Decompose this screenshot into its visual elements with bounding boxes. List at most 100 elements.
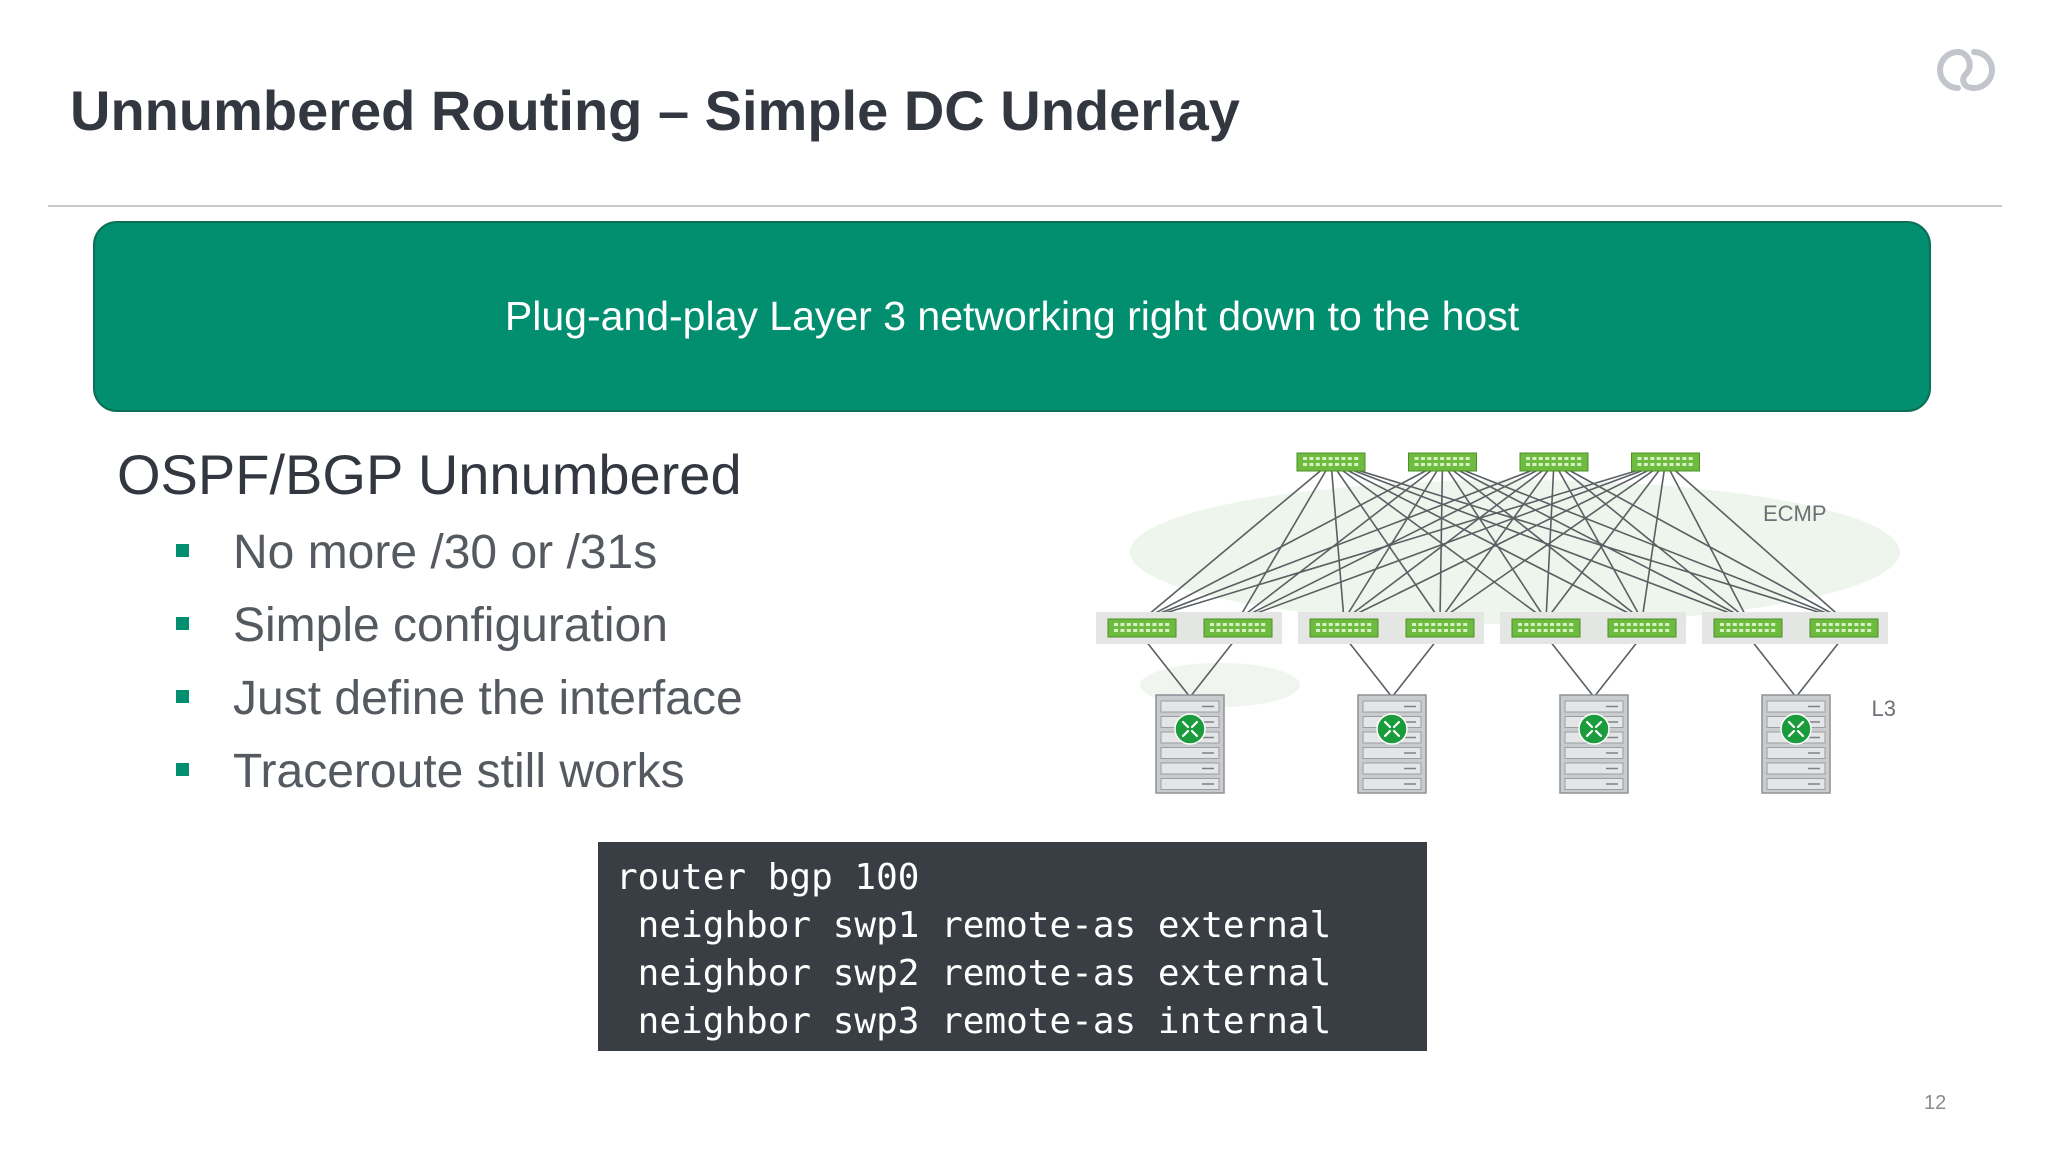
network-topology-diagram: ECMP L3 — [1096, 452, 1900, 794]
switch-port — [1652, 623, 1657, 626]
switch-port — [1551, 463, 1556, 466]
switch-port — [1235, 629, 1240, 632]
bullet-text: No more /30 or /31s — [233, 526, 658, 579]
switch-port — [1354, 623, 1359, 626]
switch-port — [1328, 629, 1333, 632]
spine-leaf-link — [1545, 461, 1555, 621]
switch-port — [1562, 629, 1567, 632]
switch-port — [1752, 623, 1756, 626]
switch-port — [1341, 629, 1346, 632]
router-arrow — [1383, 720, 1392, 729]
leaf-server-link — [1545, 635, 1595, 698]
bullet-list: No more /30 or /31s Simple configuration… — [176, 516, 743, 808]
switch-port — [1424, 623, 1429, 626]
switch-port — [1550, 629, 1554, 632]
switch-port — [1720, 623, 1724, 626]
switch-port — [1848, 629, 1852, 632]
switch-port — [1367, 629, 1372, 632]
switch-port — [1569, 629, 1574, 632]
server-unit — [1766, 762, 1826, 775]
server-unit — [1564, 762, 1624, 775]
switch-port — [1433, 463, 1438, 466]
switch-port — [1120, 623, 1125, 626]
switch-body — [1309, 618, 1379, 638]
switch-port — [1322, 457, 1327, 460]
spine-leaf-link — [1330, 461, 1845, 621]
switch-port — [1126, 629, 1131, 632]
switch-port — [1222, 629, 1227, 632]
switch-port — [1663, 457, 1668, 460]
switch-port — [1412, 623, 1416, 626]
router-arrow — [1796, 729, 1805, 738]
switch-port — [1739, 623, 1744, 626]
switch-port — [1335, 623, 1340, 626]
switch-port — [1835, 623, 1840, 626]
switch-port — [1235, 623, 1240, 626]
spine-switch-icon — [1296, 452, 1366, 472]
switch-port — [1860, 629, 1865, 632]
router-arrow — [1383, 729, 1392, 738]
spine-leaf-link — [1330, 461, 1547, 621]
switch-port — [1133, 623, 1138, 626]
switch-port — [1577, 457, 1582, 460]
switch-port — [1530, 623, 1535, 626]
switch-port — [1348, 623, 1352, 626]
spine-switch-icon — [1519, 452, 1589, 472]
switch-port — [1658, 629, 1663, 632]
spine-leaf-link — [1442, 461, 1845, 621]
switch-port — [1620, 629, 1625, 632]
logo-icon — [1937, 49, 1995, 91]
router-arrow — [1787, 720, 1796, 729]
switch-port — [1665, 623, 1670, 626]
switch-port — [1626, 623, 1631, 626]
switch-port — [1771, 629, 1776, 632]
spine-leaf-link — [1441, 461, 1547, 621]
switch-body — [1296, 452, 1366, 472]
switch-port — [1242, 629, 1246, 632]
spine-leaf-link — [1141, 461, 1443, 621]
router-arrow — [1190, 729, 1199, 738]
leaf-switch-icon — [1405, 618, 1475, 638]
switch-port — [1816, 629, 1820, 632]
switch-port — [1530, 629, 1535, 632]
switch-port — [1303, 457, 1307, 460]
switch-port — [1551, 457, 1556, 460]
server-rack-icon — [1761, 694, 1831, 794]
switch-port — [1639, 629, 1644, 632]
router-arrow — [1181, 720, 1190, 729]
leaf-server-link — [1141, 635, 1191, 698]
spine-leaf-link — [1664, 461, 1749, 621]
switch-port — [1450, 623, 1455, 626]
leaf-server-link — [1593, 635, 1643, 698]
spine-leaf-link — [1545, 461, 1667, 621]
switch-body — [1408, 452, 1477, 472]
leaf-switch-icon — [1713, 618, 1783, 638]
switch-port — [1828, 629, 1833, 632]
switch-port — [1427, 457, 1432, 460]
spine-leaf-link — [1553, 461, 1643, 621]
spine-leaf-link — [1664, 461, 1845, 621]
switch-port — [1452, 463, 1457, 466]
server-unit — [1160, 700, 1220, 713]
leaf-server-link — [1391, 635, 1441, 698]
switch-port — [1643, 457, 1648, 460]
switch-port — [1444, 623, 1448, 626]
switch-port — [1518, 629, 1522, 632]
switch-port — [1688, 457, 1693, 460]
switch-port — [1526, 457, 1530, 460]
switch-port — [1146, 623, 1150, 626]
switch-port — [1745, 629, 1750, 632]
switch-body — [1107, 618, 1177, 638]
switch-port — [1816, 623, 1820, 626]
switch-port — [1675, 457, 1680, 460]
switch-port — [1558, 463, 1562, 466]
switch-port — [1444, 629, 1448, 632]
server-rack-icon — [1357, 694, 1427, 794]
switch-port — [1459, 457, 1464, 460]
router-arrow — [1787, 729, 1796, 738]
leaf-switch-icon — [1809, 618, 1879, 638]
spine-leaf-link — [1553, 461, 1749, 621]
switch-port — [1650, 463, 1655, 466]
switch-port — [1335, 457, 1339, 460]
switch-port — [1822, 623, 1827, 626]
